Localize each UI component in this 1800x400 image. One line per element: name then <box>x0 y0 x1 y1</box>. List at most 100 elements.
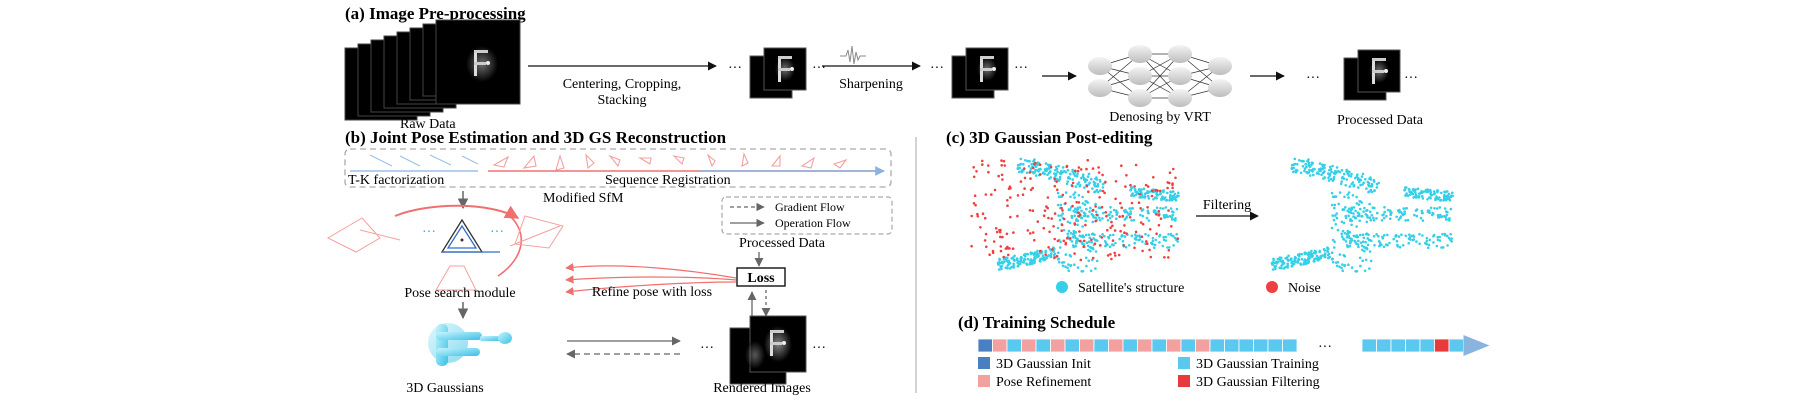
structure-point <box>1057 251 1060 254</box>
structure-point <box>1358 180 1361 184</box>
noise-point <box>1084 223 1087 227</box>
noise-point <box>984 193 988 196</box>
noise-point <box>1157 223 1161 227</box>
structure-point <box>1366 243 1370 247</box>
structure-point <box>1351 194 1355 197</box>
structure-point <box>1017 167 1020 170</box>
schedule-cell-train <box>1064 338 1080 353</box>
structure-point <box>1415 240 1418 243</box>
noise-point <box>1000 159 1003 162</box>
structure-point <box>1451 191 1454 195</box>
noise-point <box>1109 226 1112 229</box>
structure-point <box>1448 219 1451 222</box>
structure-point <box>1340 266 1343 270</box>
structure-point <box>1388 241 1391 245</box>
panel-d-title: (d) Training Schedule <box>958 313 1116 332</box>
structure-point <box>1367 233 1370 236</box>
noise-point <box>1155 213 1158 216</box>
structure-point <box>1361 248 1364 252</box>
structure-point <box>1335 216 1339 220</box>
structure-point <box>1438 196 1441 199</box>
structure-point <box>1353 235 1357 238</box>
legend-operation-flow: Operation Flow <box>775 216 851 230</box>
structure-point <box>1359 241 1363 244</box>
structure-point <box>1273 265 1276 268</box>
structure-point <box>1441 233 1444 236</box>
noise-point <box>1007 253 1010 257</box>
noise-point <box>1129 183 1132 187</box>
structure-point <box>1293 157 1297 161</box>
structure-point <box>1172 244 1175 247</box>
structure-point <box>1124 216 1128 220</box>
structure-point <box>1057 214 1060 217</box>
structure-point <box>1127 244 1131 247</box>
structure-point <box>1054 165 1058 169</box>
structure-point <box>1344 214 1348 218</box>
structure-point <box>1080 209 1083 213</box>
noise-point <box>1139 207 1142 210</box>
structure-point <box>1395 215 1398 219</box>
structure-point <box>1164 206 1168 209</box>
structure-point <box>1375 186 1379 189</box>
noise-point <box>1120 206 1123 209</box>
noise-point <box>1009 215 1012 219</box>
noise-point <box>1159 189 1162 193</box>
structure-point <box>1352 206 1356 209</box>
structure-point <box>1055 177 1059 181</box>
structure-point <box>1033 255 1037 259</box>
noise-point <box>992 240 996 243</box>
structure-point <box>1426 210 1430 214</box>
structure-point <box>1087 248 1090 252</box>
noise-point <box>1103 191 1106 195</box>
structure-point <box>1132 218 1136 222</box>
structure-point <box>1161 207 1165 210</box>
structure-point <box>1159 207 1162 210</box>
schedule-cell-pose <box>1079 338 1095 353</box>
noise-point <box>990 193 993 196</box>
noise-point <box>1039 173 1042 176</box>
sfm-label: Modified SfM <box>543 191 624 206</box>
structure-point <box>1355 195 1358 199</box>
structure-point <box>1017 264 1020 268</box>
structure-point <box>1162 235 1165 239</box>
rendered-label: Rendered Images <box>713 381 811 396</box>
structure-point <box>1433 207 1436 210</box>
structure-point <box>1368 216 1372 219</box>
structure-point <box>1342 238 1346 241</box>
structure-point <box>1301 165 1305 168</box>
structure-point <box>1166 191 1169 195</box>
structure-point <box>1341 269 1345 273</box>
noise-point <box>1053 184 1057 188</box>
noise-point <box>1098 196 1101 199</box>
structure-point <box>1022 253 1026 257</box>
structure-point <box>1081 195 1084 199</box>
schedule-cell-train <box>1419 338 1435 353</box>
noise-point <box>983 239 987 242</box>
structure-point <box>1168 214 1172 218</box>
structure-point <box>1121 234 1124 237</box>
noise-point <box>1033 162 1036 166</box>
structure-point <box>1173 236 1177 240</box>
structure-point <box>1061 264 1065 268</box>
structure-point <box>1312 173 1315 177</box>
noise-point <box>972 202 976 205</box>
structure-point <box>1448 217 1451 220</box>
noise-point <box>1047 246 1050 249</box>
structure-point <box>1334 195 1338 198</box>
structure-point <box>1443 197 1446 201</box>
noise-point <box>1087 190 1090 193</box>
structure-point <box>1139 213 1142 217</box>
structure-point <box>1066 176 1070 180</box>
structure-point <box>1392 237 1395 241</box>
structure-point <box>1107 213 1110 217</box>
structure-point <box>1073 196 1076 199</box>
structure-point <box>1322 177 1325 180</box>
structure-point <box>1370 239 1373 243</box>
noise-point <box>1146 185 1150 188</box>
structure-point <box>1342 221 1346 225</box>
structure-point <box>1146 209 1150 213</box>
structure-point <box>1330 170 1333 174</box>
structure-point <box>1439 198 1443 202</box>
structure-point <box>1300 252 1304 256</box>
